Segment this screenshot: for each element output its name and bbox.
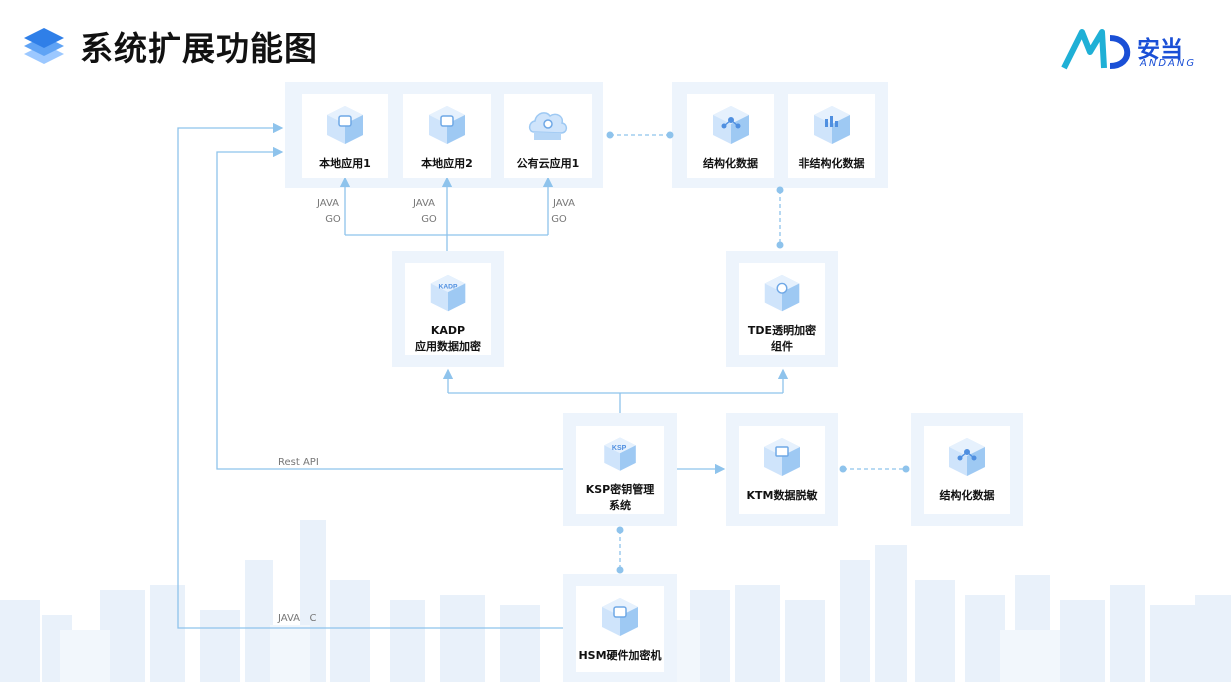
node-hsm[interactable]: HSM硬件加密机 bbox=[576, 586, 664, 672]
tde-subtitle: 组件 bbox=[771, 340, 793, 353]
edge-label-go-app2: GO bbox=[421, 214, 437, 225]
ksp-title: KSP密钥管理 bbox=[585, 483, 655, 496]
kadp-badge-text: KADP bbox=[439, 283, 458, 290]
node-cloud-app1[interactable]: 公有云应用1 bbox=[504, 94, 592, 178]
layers-icon bbox=[24, 28, 64, 64]
logo-text-en: ANDANG bbox=[1140, 58, 1197, 69]
node-tde[interactable]: TDE透明加密 组件 bbox=[739, 263, 825, 355]
node-local-app1[interactable]: 本地应用1 bbox=[302, 94, 388, 178]
node-label: 公有云应用1 bbox=[516, 157, 580, 170]
cube-app-icon bbox=[327, 106, 363, 144]
node-label: TDE透明加密 组件 bbox=[748, 323, 816, 355]
node-unstructured-data[interactable]: 非结构化数据 bbox=[788, 94, 875, 178]
edge-label-java-app1: JAVA bbox=[316, 198, 340, 209]
node-local-app2[interactable]: 本地应用2 bbox=[403, 94, 491, 178]
edge-label-java-cloud: JAVA bbox=[552, 198, 576, 209]
logo-text-cn: 安当 bbox=[1137, 37, 1183, 63]
kadp-cube-icon: KADP bbox=[430, 274, 466, 312]
node-label: 结构化数据 bbox=[939, 489, 995, 502]
node-label: HSM硬件加密机 bbox=[578, 649, 662, 662]
hsm-cube-icon bbox=[602, 598, 638, 636]
andang-logo-icon bbox=[1061, 29, 1131, 70]
kadp-subtitle: 应用数据加密 bbox=[415, 340, 481, 353]
node-ksp[interactable]: KSP KSP密钥管理 系统 bbox=[576, 426, 664, 514]
edge-label-go-app1: GO bbox=[325, 214, 341, 225]
node-label: 结构化数据 bbox=[703, 157, 758, 170]
node-label: KSP密钥管理 系统 bbox=[586, 482, 655, 514]
database-network-icon bbox=[949, 438, 985, 476]
node-label: KTM数据脱敏 bbox=[746, 489, 818, 502]
edge-label-java-app2: JAVA bbox=[412, 198, 436, 209]
page-title: 系统扩展功能图 bbox=[80, 29, 318, 68]
tde-title: TDE透明加密 bbox=[747, 324, 817, 337]
title-bar: 系统扩展功能图 bbox=[22, 24, 318, 68]
ksp-cube-icon: KSP bbox=[604, 437, 636, 471]
node-structured-data-bottom[interactable]: 结构化数据 bbox=[924, 426, 1010, 514]
edge-label-java-c: JAVA C bbox=[278, 613, 317, 624]
ktm-cube-icon bbox=[764, 438, 800, 476]
node-label: KADP 应用数据加密 bbox=[415, 323, 481, 355]
node-label: 本地应用2 bbox=[421, 157, 473, 170]
node-ktm[interactable]: KTM数据脱敏 bbox=[739, 426, 825, 514]
node-label: 非结构化数据 bbox=[798, 157, 865, 170]
tde-cube-icon bbox=[764, 274, 800, 312]
node-structured-data-top[interactable]: 结构化数据 bbox=[687, 94, 774, 178]
database-chart-icon bbox=[813, 106, 850, 144]
ksp-subtitle: 系统 bbox=[608, 499, 631, 512]
cube-app-icon bbox=[429, 106, 465, 144]
node-label: 本地应用1 bbox=[319, 157, 371, 170]
node-kadp[interactable]: KADP KADP 应用数据加密 bbox=[405, 263, 491, 355]
cloud-app-icon bbox=[528, 112, 568, 140]
edge-label-rest-api: Rest API bbox=[278, 457, 319, 468]
edge-label-go-cloud: GO bbox=[551, 214, 567, 225]
ksp-badge-text: KSP bbox=[612, 445, 627, 452]
database-network-icon bbox=[712, 106, 749, 144]
kadp-title: KADP bbox=[430, 324, 466, 337]
